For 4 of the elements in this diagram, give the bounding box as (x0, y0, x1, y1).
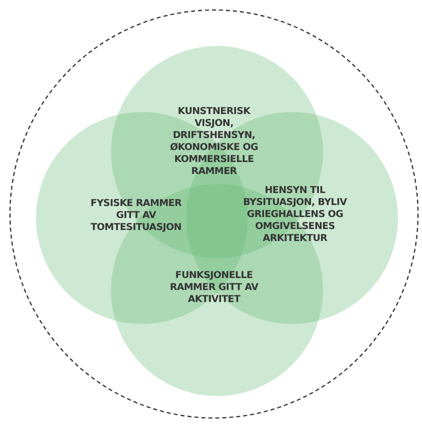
circle-label: HENSYN TIL BYSITUASJON, BYLIV GRIEGHALLENS OG OMGIVELSENES ARKITEKTUR (242, 185, 348, 245)
circle-label: FUNKSJONELLE RAMMER GITT AV AKTIVITET (168, 270, 260, 306)
circle-label: FYSISKE RAMMER GITT AV TOMTESITUASJON (90, 198, 182, 234)
circle-label: KUNSTNERISK VISJON, DRIFTSHENSYN, ØKONOMISKE OG KOMMERSIELLE RAMMER (168, 106, 260, 178)
